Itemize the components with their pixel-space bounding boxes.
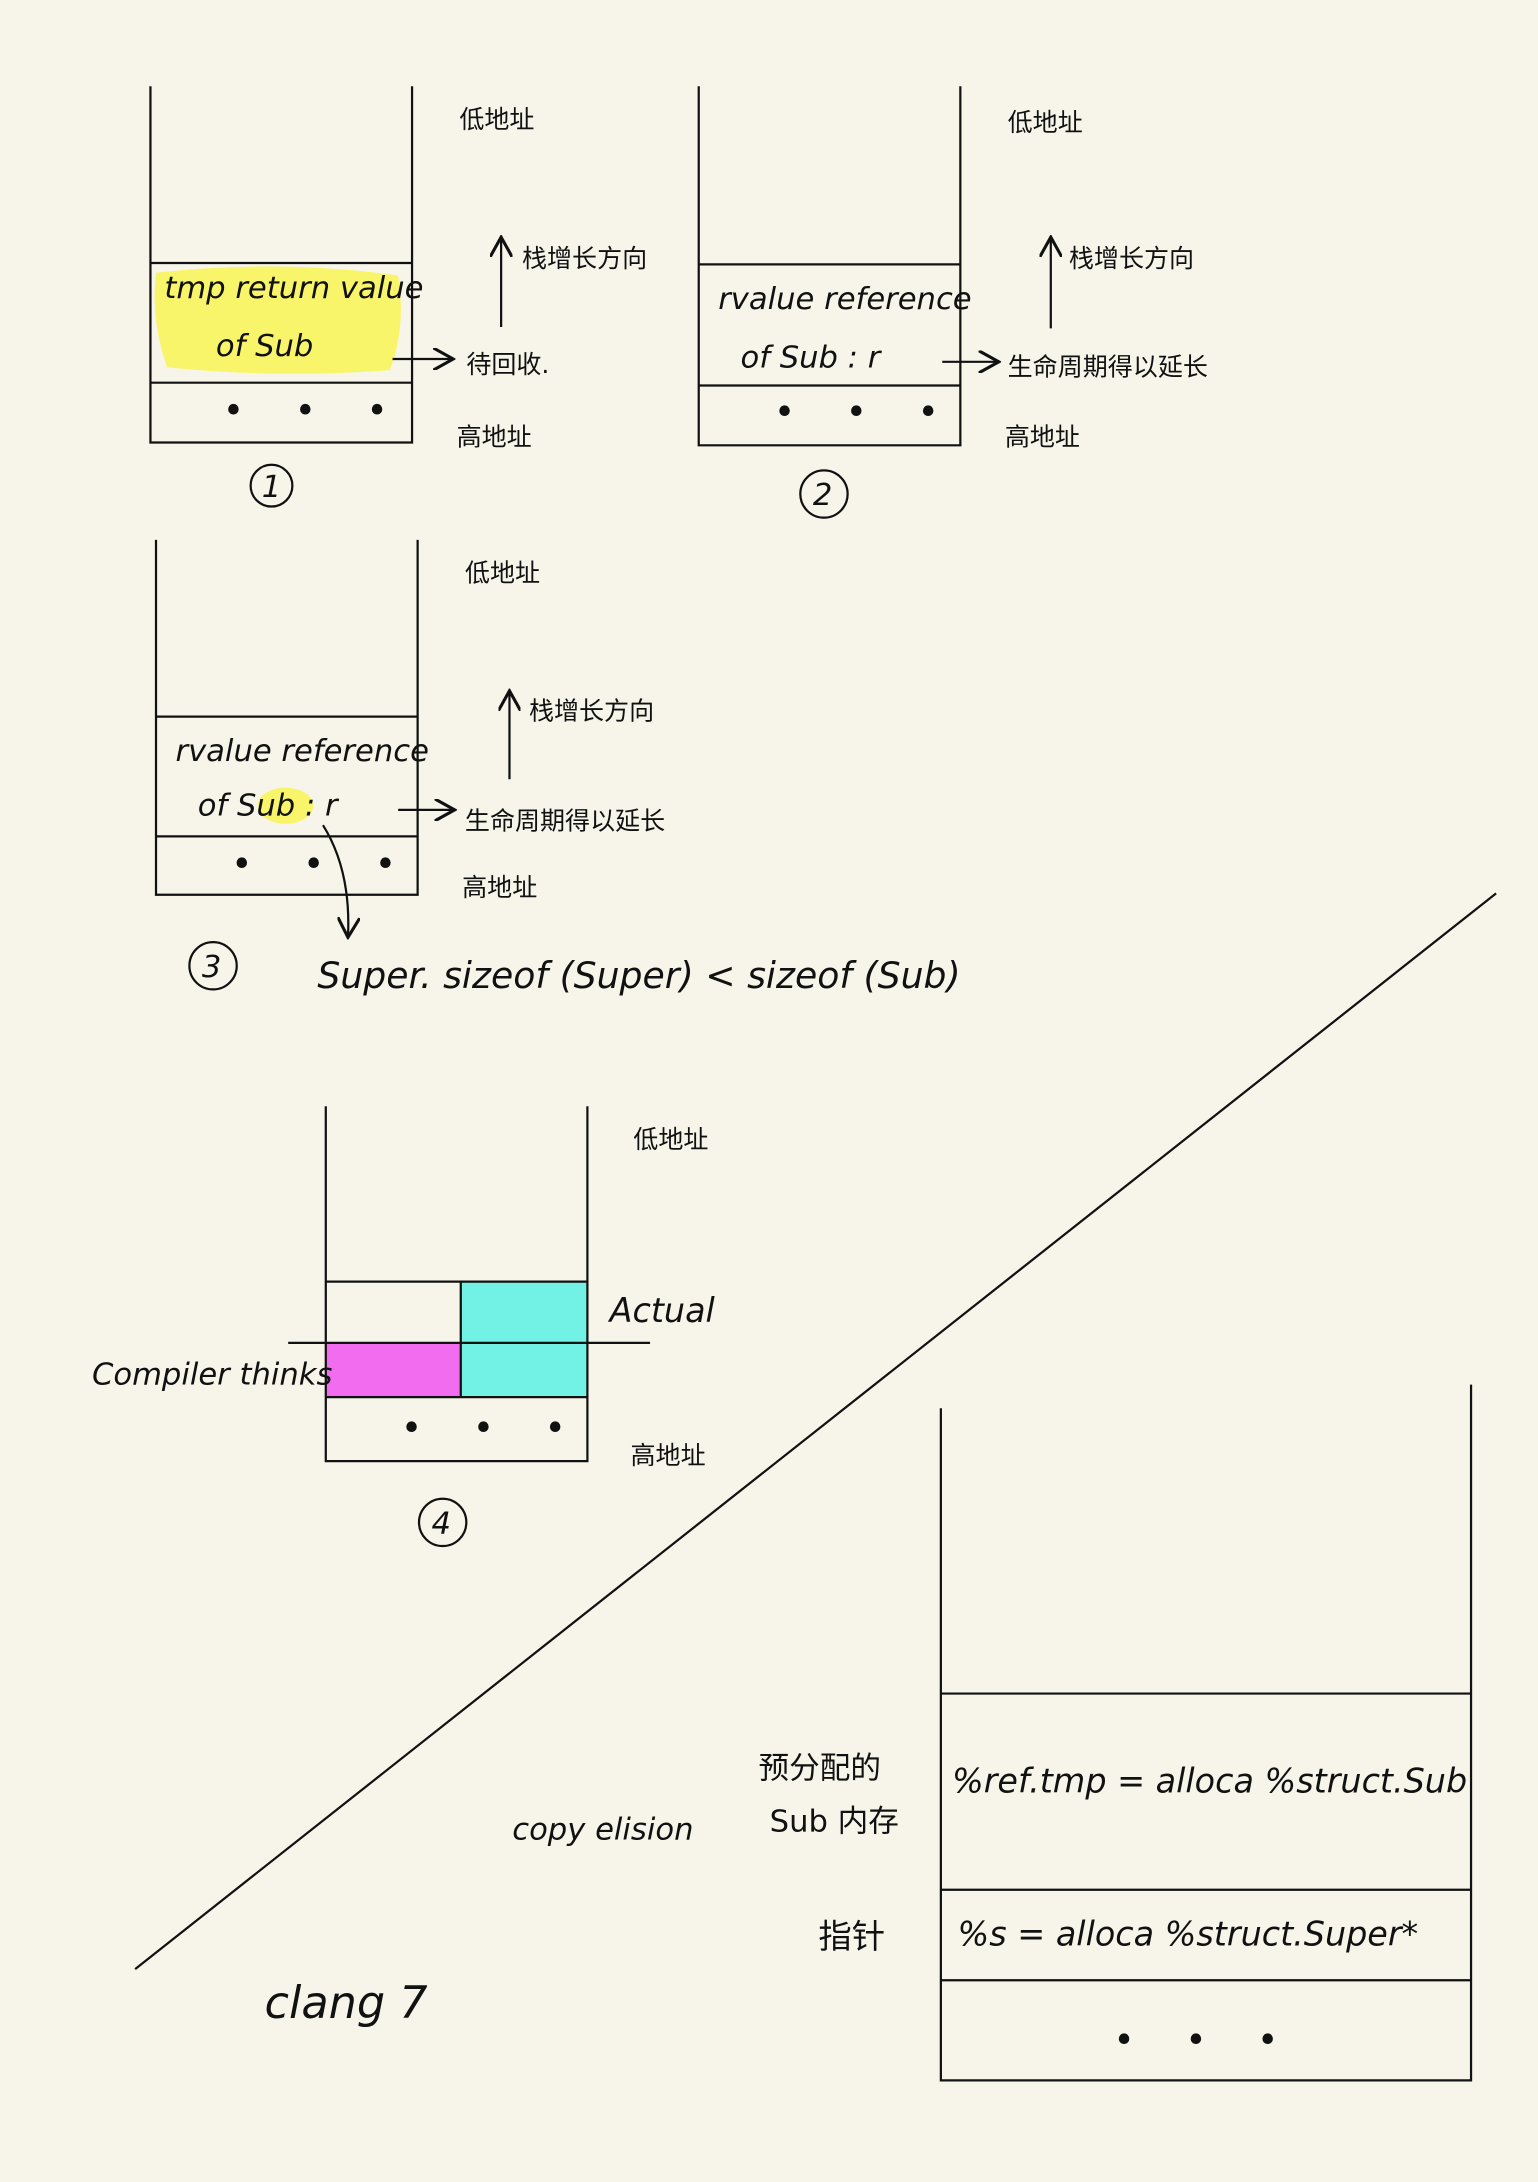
sizeof-formula: Super. sizeof (Super) < sizeof (Sub) <box>317 954 960 997</box>
high-address-label: 高地址 <box>457 422 532 451</box>
stack-diagram-copy-elision: %ref.tmp = alloca %struct.Sub %s = alloc… <box>265 1384 1473 2082</box>
actual-region <box>460 1281 588 1398</box>
stack-frame-text: tmp return value <box>164 271 423 306</box>
growth-label: 栈增长方向 <box>522 244 647 273</box>
ellipsis: • • • <box>223 389 407 432</box>
ref-tmp-alloca: %ref.tmp = alloca %struct.Sub <box>952 1761 1467 1800</box>
high-address-label: 高地址 <box>462 873 537 902</box>
stack-frame-text: of Sub : r <box>198 788 340 823</box>
stack-diagram-3: rvalue reference of Sub : r • • • 生命周期得以… <box>154 539 961 997</box>
compiler-thinks-label: Compiler thinks <box>92 1358 333 1393</box>
sub-memory-label: Sub 内存 <box>770 1804 899 1839</box>
ellipsis: • • • <box>774 390 958 433</box>
note: 生命周期得以延长 <box>465 806 665 835</box>
diagram-number: 3 <box>202 950 221 985</box>
stack-frame-text: of Sub : r <box>740 340 882 375</box>
highlight-yellow <box>257 787 314 824</box>
diagram-number: 4 <box>432 1507 451 1542</box>
ellipsis: • • • <box>401 1406 585 1449</box>
ellipsis: • • • <box>1113 2019 1297 2062</box>
low-address-label: 低地址 <box>1008 108 1083 137</box>
stack-diagram-2: rvalue reference of Sub : r • • • 生命周期得以… <box>697 86 1208 519</box>
actual-label: Actual <box>608 1291 716 1330</box>
stack-diagram-1: tmp return value of Sub • • • 待回收. 栈增长方向… <box>149 86 647 508</box>
super-pointer-alloca: %s = alloca %struct.Super* <box>958 1914 1419 1953</box>
highlight-yellow <box>154 266 401 374</box>
high-address-label: 高地址 <box>631 1441 706 1470</box>
low-address-label: 低地址 <box>633 1125 708 1154</box>
compiler-thinks-region <box>325 1342 461 1398</box>
low-address-label: 低地址 <box>459 105 534 134</box>
stack-frame-text: rvalue reference <box>718 282 971 317</box>
divider-diagonal <box>134 892 1497 1970</box>
copy-elision-label: copy elision <box>512 1813 693 1848</box>
stack-frame-text: rvalue reference <box>175 734 428 769</box>
diagram-number: 2 <box>813 478 832 513</box>
stack-diagram-4: • • • Actual Compiler thinks 低地址 高地址 4 <box>92 1106 716 1548</box>
pointer-label: 指针 <box>818 1917 885 1956</box>
low-address-label: 低地址 <box>465 559 540 588</box>
note: 生命周期得以延长 <box>1008 353 1208 382</box>
preallocated-label: 预分配的 <box>759 1751 881 1786</box>
clang-label: clang 7 <box>265 1977 428 2029</box>
growth-label: 栈增长方向 <box>1069 244 1194 273</box>
diagram-number: 1 <box>262 470 281 505</box>
stack-frame-text: of Sub <box>216 329 314 364</box>
note: 待回收. <box>466 350 549 379</box>
high-address-label: 高地址 <box>1005 422 1080 451</box>
ellipsis: • • • <box>231 843 415 886</box>
growth-label: 栈增长方向 <box>529 696 654 725</box>
